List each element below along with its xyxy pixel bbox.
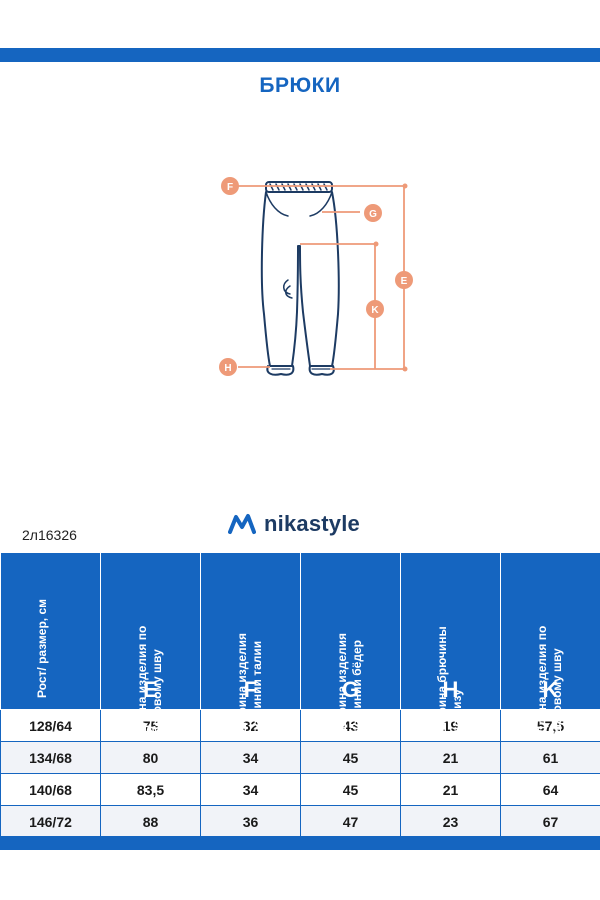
marker-f: F xyxy=(221,177,239,195)
brand-name: nikastyle xyxy=(264,511,360,536)
brand-logo-icon xyxy=(228,514,256,534)
top-bar xyxy=(0,48,600,62)
header-col-f: Ширина изделия по линии талии F xyxy=(200,552,301,734)
table-cell: 140/68 xyxy=(0,773,101,806)
brand: nikastyle xyxy=(228,508,360,540)
table-cell: 34 xyxy=(200,741,301,774)
marker-g: G xyxy=(364,204,382,222)
svg-text:K: K xyxy=(371,305,379,316)
header-col-k: Длина изделия по шаговому шву K xyxy=(500,552,600,734)
table-cell: 21 xyxy=(400,741,501,774)
svg-text:E: E xyxy=(401,276,408,287)
table-row: 140/68 83,5 34 45 21 64 xyxy=(0,773,600,806)
table-row: 128/64 75 32 43 19 57,5 xyxy=(0,709,600,742)
article-number: 2л16326 xyxy=(22,527,77,543)
table-cell: 23 xyxy=(400,805,501,838)
pants-outline xyxy=(260,181,340,376)
table-cell: 128/64 xyxy=(0,709,101,742)
header-col-g: Ширина изделия по линии бёдер G xyxy=(300,552,401,734)
table-cell: 47 xyxy=(300,805,401,838)
marker-e: E xyxy=(395,271,413,289)
header-col-e: Длина изделия по боковому шву E xyxy=(100,552,201,734)
svg-text:H: H xyxy=(224,363,231,374)
svg-text:G: G xyxy=(369,209,377,220)
table-cell: 146/72 xyxy=(0,805,101,838)
table-cell: 83,5 xyxy=(100,773,201,806)
marker-h: H xyxy=(219,358,237,376)
table-cell: 36 xyxy=(200,805,301,838)
table-cell: 67 xyxy=(500,805,600,838)
svg-text:F: F xyxy=(227,182,233,193)
table-cell: 57,5 xyxy=(500,709,600,742)
table-header-row: Рост/ размер, см Длина изделия по боково… xyxy=(0,552,600,734)
header-col-h: Ширина брючины по низу H xyxy=(400,552,501,734)
bottom-bar xyxy=(0,836,600,850)
marker-k: K xyxy=(366,300,384,318)
table-cell: 75 xyxy=(100,709,201,742)
table-cell: 34 xyxy=(200,773,301,806)
page-title: БРЮКИ xyxy=(259,74,341,97)
table-cell: 32 xyxy=(200,709,301,742)
table-cell: 21 xyxy=(400,773,501,806)
table-row: 146/72 88 36 47 23 67 xyxy=(0,805,600,838)
size-table: Рост/ размер, см Длина изделия по боково… xyxy=(0,552,600,838)
table-cell: 88 xyxy=(100,805,201,838)
table-cell: 134/68 xyxy=(0,741,101,774)
table-cell: 64 xyxy=(500,773,600,806)
table-cell: 61 xyxy=(500,741,600,774)
table-cell: 80 xyxy=(100,741,201,774)
header-size: Рост/ размер, см xyxy=(0,552,101,710)
measure-dots xyxy=(373,183,408,372)
table-cell: 43 xyxy=(300,709,401,742)
table-row: 134/68 80 34 45 21 61 xyxy=(0,741,600,774)
table-cell: 45 xyxy=(300,741,401,774)
table-cell: 19 xyxy=(400,709,501,742)
pants-diagram: F G E K H xyxy=(219,177,413,376)
table-cell: 45 xyxy=(300,773,401,806)
